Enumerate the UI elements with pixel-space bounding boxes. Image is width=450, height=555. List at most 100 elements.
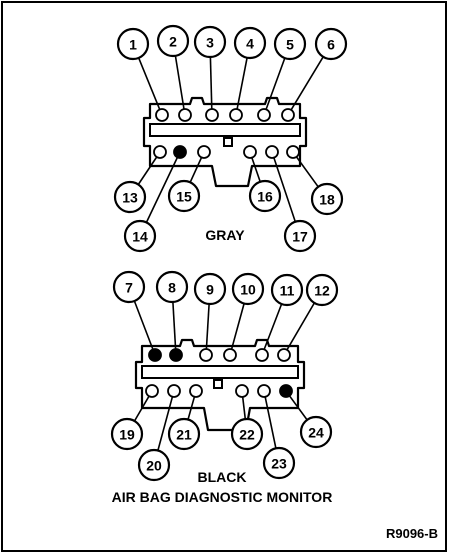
pin-7-callout: 7 xyxy=(112,270,146,304)
diagram-caption: AIR BAG DIAGNOSTIC MONITOR xyxy=(112,489,333,505)
pin-2-callout-circle xyxy=(156,24,190,58)
pin-17-callout: 17 xyxy=(283,219,317,253)
pin-3-callout-circle xyxy=(193,25,227,59)
pin-18-number: 18 xyxy=(319,192,335,208)
pin-1-callout-circle xyxy=(116,27,150,61)
pin-4-socket xyxy=(229,108,243,122)
pin-2-leader-line xyxy=(174,55,185,110)
pin-5-number: 5 xyxy=(286,37,294,53)
pin-16-leader-line xyxy=(251,157,261,183)
pin-7-number: 7 xyxy=(125,280,133,296)
pin-18-leader-line xyxy=(295,156,319,188)
pin-12-number: 12 xyxy=(314,283,330,299)
pin-18-callout-circle xyxy=(310,182,344,216)
pin-17-number: 17 xyxy=(292,229,308,245)
pin-6-number: 6 xyxy=(327,37,335,53)
pin-15-socket xyxy=(197,145,211,159)
pin-13-callout: 13 xyxy=(113,180,147,214)
pin-8-callout-circle xyxy=(155,270,189,304)
black-connector-label: BLACK xyxy=(198,469,247,485)
pin-2-number: 2 xyxy=(169,34,177,50)
pin-21-callout: 21 xyxy=(167,417,201,451)
pin-24-socket xyxy=(279,384,293,398)
pin-5-socket xyxy=(257,108,271,122)
pin-23-callout-circle xyxy=(262,446,296,480)
pin-6-leader-line xyxy=(290,56,324,111)
pin-13-socket xyxy=(153,145,167,159)
pin-21-callout-circle xyxy=(167,417,201,451)
pin-14-socket xyxy=(173,145,187,159)
pin-9-leader-line xyxy=(205,303,210,350)
pin-4-callout: 4 xyxy=(233,26,267,60)
pin-15-callout-circle xyxy=(167,179,201,213)
pin-22-callout-circle xyxy=(230,417,264,451)
pin-24-callout-circle xyxy=(299,415,333,449)
pin-24-leader-line xyxy=(288,395,308,421)
pin-10-socket xyxy=(223,348,237,362)
pin-2-callout: 2 xyxy=(156,24,190,58)
pin-24-number: 24 xyxy=(308,425,324,441)
pin-12-socket xyxy=(277,348,291,362)
pin-20-socket xyxy=(167,384,181,398)
pin-15-callout: 15 xyxy=(167,179,201,213)
pin-9-callout: 9 xyxy=(193,272,227,306)
pin-22-number: 22 xyxy=(239,427,255,443)
pin-8-socket xyxy=(169,348,183,362)
pin-24-callout: 24 xyxy=(299,415,333,449)
pin-17-leader-line xyxy=(273,157,297,223)
pin-11-socket xyxy=(255,348,269,362)
pin-14-leader-line xyxy=(145,157,179,223)
gray-connector-label: GRAY xyxy=(205,227,245,243)
pin-22-socket xyxy=(235,384,249,398)
pin-19-callout-circle xyxy=(110,417,144,451)
pin-8-leader-line xyxy=(172,301,177,350)
pin-12-callout: 12 xyxy=(305,273,339,307)
pin-4-callout-circle xyxy=(233,26,267,60)
pin-1-leader-line xyxy=(137,57,161,110)
pin-21-socket xyxy=(189,384,203,398)
pin-11-callout-circle xyxy=(270,273,304,307)
pin-23-number: 23 xyxy=(271,456,287,472)
reference-code: R9096-B xyxy=(386,526,438,541)
pin-3-leader-line xyxy=(209,56,213,110)
pin-18-callout: 18 xyxy=(310,182,344,216)
pin-3-number: 3 xyxy=(206,35,214,51)
pin-20-callout-circle xyxy=(137,448,171,482)
pin-13-callout-circle xyxy=(113,180,147,214)
black-connector: 7 8 9 10 11 12 19 20 21 22 23 24 BLACK xyxy=(110,270,339,485)
pin-22-leader-line xyxy=(241,396,247,420)
pin-5-callout-circle xyxy=(273,27,307,61)
pin-13-leader-line xyxy=(137,156,158,185)
pin-15-number: 15 xyxy=(176,189,192,205)
pin-19-socket xyxy=(145,384,159,398)
pin-4-leader-line xyxy=(236,57,248,110)
pin-7-leader-line xyxy=(133,300,154,350)
pin-19-callout: 19 xyxy=(110,417,144,451)
pin-20-leader-line xyxy=(157,396,174,451)
pin-1-number: 1 xyxy=(129,37,137,53)
pin-3-callout: 3 xyxy=(193,25,227,59)
pin-22-callout: 22 xyxy=(230,417,264,451)
pin-14-callout-circle xyxy=(123,219,157,253)
pin-17-callout-circle xyxy=(283,219,317,253)
pin-16-callout: 16 xyxy=(248,179,282,213)
pin-23-socket xyxy=(257,384,271,398)
pin-5-callout: 5 xyxy=(273,27,307,61)
pin-20-number: 20 xyxy=(146,458,162,474)
pin-10-number: 10 xyxy=(240,282,256,298)
pin-19-number: 19 xyxy=(119,427,135,443)
pin-23-leader-line xyxy=(264,396,277,449)
pin-21-leader-line xyxy=(187,396,196,420)
pin-7-socket xyxy=(148,348,162,362)
pin-11-callout: 11 xyxy=(270,273,304,307)
pin-5-leader-line xyxy=(265,57,286,110)
pin-9-number: 9 xyxy=(206,282,214,298)
black-connector-latch-bar xyxy=(141,365,299,379)
pin-19-leader-line xyxy=(133,395,150,422)
pin-8-number: 8 xyxy=(168,280,176,296)
pin-23-callout: 23 xyxy=(262,446,296,480)
pin-3-socket xyxy=(205,108,219,122)
